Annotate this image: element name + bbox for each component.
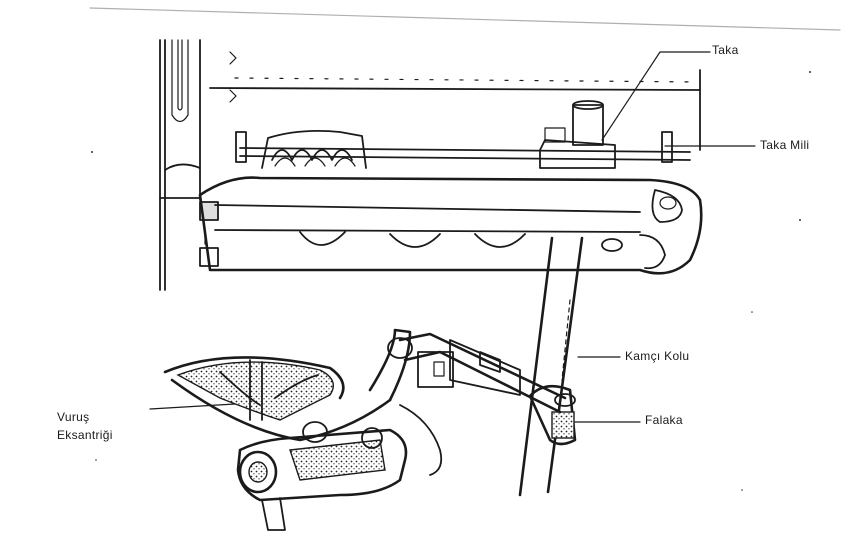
scan-top-edge xyxy=(89,7,841,31)
leader-lines xyxy=(149,51,756,423)
label-vurus-line2: Eksantriği xyxy=(57,428,113,442)
frame-post xyxy=(159,39,201,291)
vurus-eksantrigi xyxy=(163,328,443,531)
sley xyxy=(198,176,703,275)
taka-block xyxy=(539,100,616,169)
falaka xyxy=(528,384,577,446)
label-taka-mili: Taka Mili xyxy=(760,138,810,152)
label-falaka: Falaka xyxy=(645,413,683,427)
vurus-leader xyxy=(149,403,236,410)
reed xyxy=(261,129,367,169)
label-taka: Taka xyxy=(712,43,739,57)
kamci-kolu xyxy=(518,236,584,497)
label-vurus-line1: Vuruş xyxy=(57,410,90,424)
back-beam xyxy=(209,51,701,151)
scan-specks xyxy=(91,71,811,491)
taka-mili-shaft xyxy=(235,131,691,163)
label-kamci-kolu: Kamçı Kolu xyxy=(625,349,690,363)
